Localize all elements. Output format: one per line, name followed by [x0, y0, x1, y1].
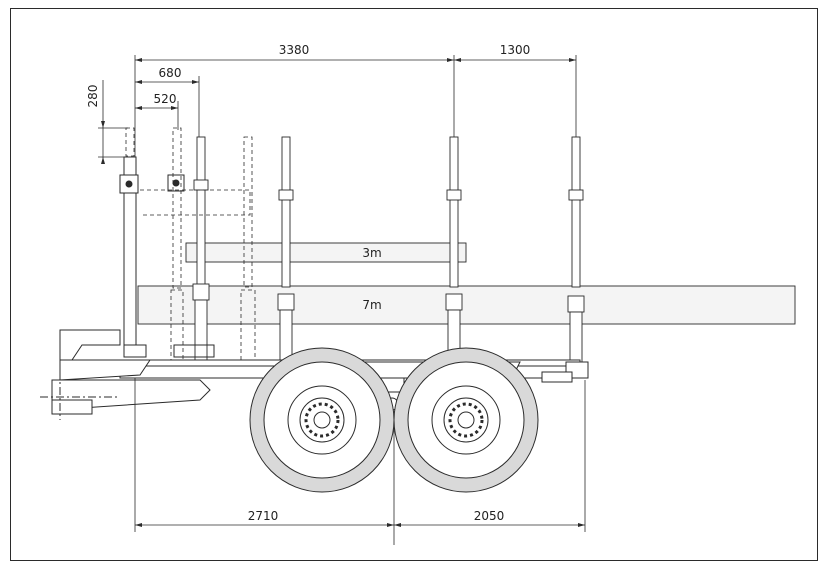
dim-3380: 3380	[279, 43, 310, 57]
wheel-front	[249, 347, 395, 493]
bottom-dimensions	[134, 378, 586, 545]
dim-1300: 1300	[500, 43, 531, 57]
log-3m	[185, 242, 467, 263]
log-3m-label: 3m	[362, 246, 381, 260]
stakes	[192, 136, 585, 365]
bottom-dimension-arrows	[135, 523, 585, 527]
log-7m	[137, 285, 796, 325]
headboard	[119, 156, 215, 358]
log-7m-label: 7m	[362, 298, 381, 312]
dimension-arrows	[101, 58, 576, 164]
drawing-border	[10, 8, 818, 561]
dim-280: 280	[86, 85, 100, 108]
dim-520: 520	[154, 92, 177, 106]
wheel-rear	[393, 347, 539, 493]
dim-680: 680	[159, 66, 182, 80]
dim-2050: 2050	[474, 509, 505, 523]
dim-2710: 2710	[248, 509, 279, 523]
